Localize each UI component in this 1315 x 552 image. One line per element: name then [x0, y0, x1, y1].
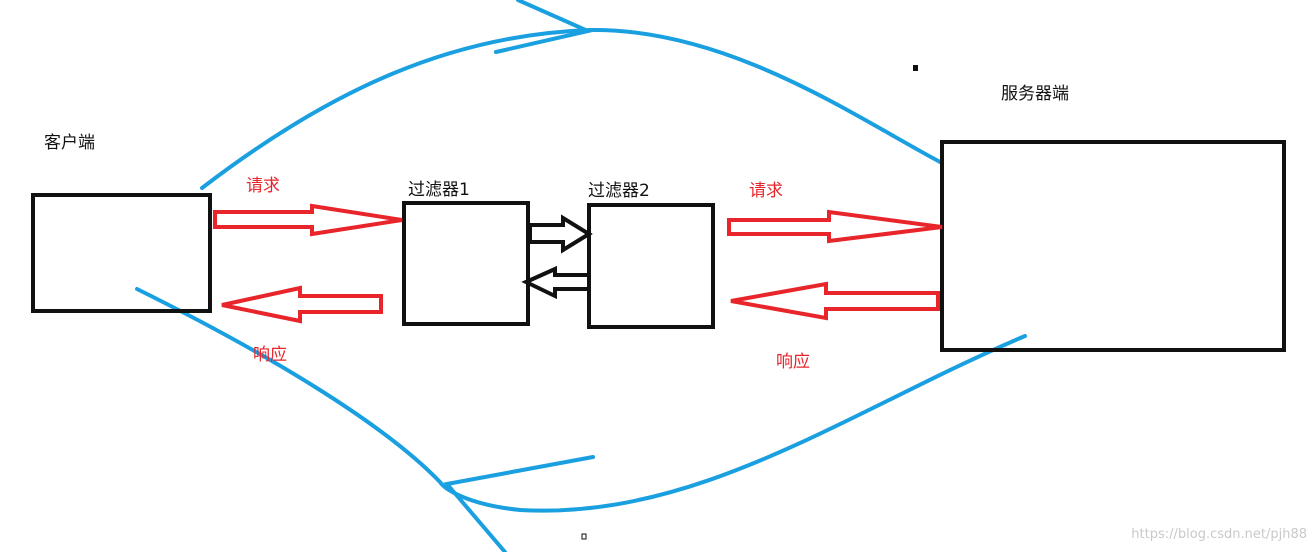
boxes	[31, 140, 1286, 352]
top-arrowhead	[494, 0, 595, 54]
response-arrow-right	[730, 281, 940, 321]
client-label: 客户端	[44, 133, 95, 153]
response-label-left: 响应	[253, 345, 287, 365]
server-label: 服务器端	[1001, 84, 1069, 104]
request-label-right: 请求	[749, 181, 783, 201]
filter1-box	[402, 201, 530, 326]
request-arrow-right	[727, 209, 943, 244]
request-label-left: 请求	[246, 176, 280, 196]
response-label-right: 响应	[776, 352, 810, 372]
filter-forward-arrow	[528, 214, 593, 254]
dot-marker	[913, 65, 918, 71]
bottom-curve	[135, 287, 1027, 513]
request-arrow-left	[213, 203, 403, 237]
filter2-box	[587, 203, 715, 329]
filter1-label: 过滤器1	[408, 180, 470, 200]
filter2-label: 过滤器2	[588, 181, 650, 201]
filter-arrows	[521, 214, 593, 300]
response-arrow-left	[221, 285, 383, 324]
dot-marker-bottom	[581, 533, 587, 540]
bottom-arrowhead	[443, 455, 595, 552]
filter-back-arrow	[521, 265, 588, 300]
red-arrows	[213, 203, 943, 324]
watermark: https://blog.csdn.net/pjh88	[1131, 527, 1307, 542]
top-curve	[200, 27, 944, 190]
client-box	[31, 193, 212, 313]
server-box	[940, 140, 1286, 352]
flow-curves	[135, 0, 1027, 552]
